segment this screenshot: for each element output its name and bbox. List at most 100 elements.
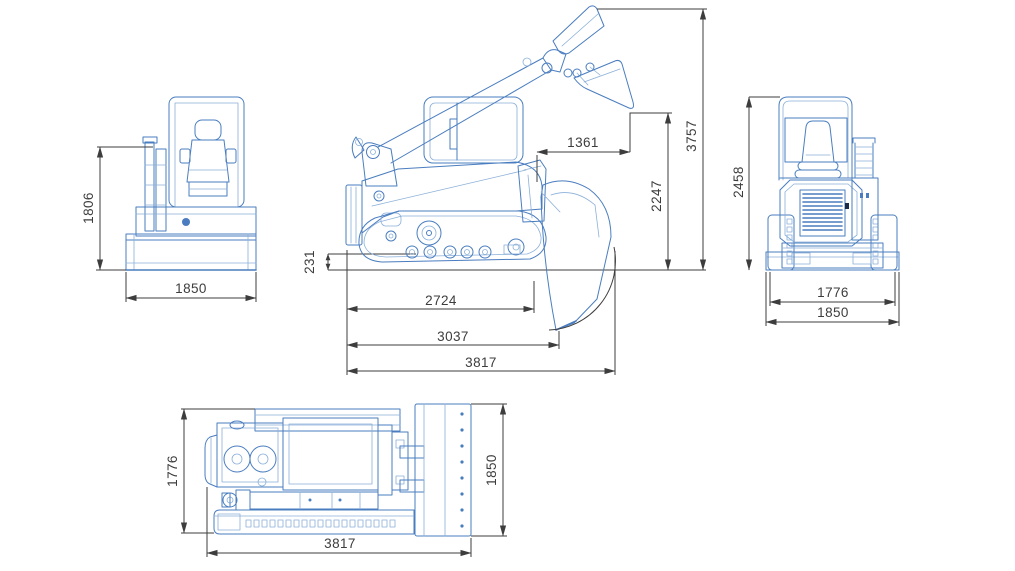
fuel-cap (229, 420, 245, 430)
top-track-links (245, 519, 396, 528)
top-blade-bolts (460, 412, 464, 528)
top-machine (204, 403, 472, 537)
cab-roof (282, 417, 379, 491)
front-armrest-left (179, 148, 191, 164)
side-bolt-center (376, 193, 382, 199)
engine-housing-inner (784, 183, 858, 243)
road-wheel (423, 245, 437, 259)
raised-bucket-front-shell (573, 59, 634, 109)
rear-bladewidth-dim-label: 1850 (817, 305, 849, 320)
road-wheel (460, 245, 474, 259)
deck-latch (257, 477, 267, 487)
arm-bolt (338, 498, 342, 502)
bucket-link (576, 72, 589, 86)
road-wheel-pin (447, 249, 453, 255)
rear-undercarriage (781, 242, 884, 269)
rear-cab-frame (778, 96, 853, 181)
front-arm-cap (142, 136, 158, 144)
top-trackwidth-dim-label: 1776 (165, 455, 180, 487)
side-bolt-center (388, 233, 394, 239)
side-view: 231 2724 3037 3817 1361 2247 3757 (302, 5, 707, 375)
brand-plate (503, 244, 521, 255)
rear-hook-pin (355, 138, 363, 146)
drive-sprocket (416, 220, 442, 246)
rear-trackwidth-dim-label: 1776 (817, 285, 849, 300)
cab-roof-inner (288, 423, 373, 485)
top-track-lower (213, 509, 415, 535)
lowered-bucket-inner-curve (550, 192, 596, 206)
top-bladewidth-dim-label: 1850 (484, 454, 499, 486)
boom-link-pin (563, 68, 573, 78)
engine-grille-slats (802, 193, 843, 231)
track-belt-inner (363, 215, 542, 258)
front-seat-headrest (194, 119, 222, 141)
rear-seat-back (801, 120, 835, 163)
lift-height-dim-label: 3757 (684, 120, 699, 152)
front-idler-pin (512, 243, 520, 251)
side-cab-inner (429, 102, 518, 161)
road-wheel-pin (464, 249, 470, 255)
drive-sprocket-pin (426, 230, 432, 236)
seat-cushion (794, 169, 842, 179)
boom-link-pin (522, 57, 532, 67)
road-wheel (478, 245, 492, 259)
track-length-dim-label: 2724 (425, 293, 457, 308)
front-width-dim-label: 1850 (175, 281, 207, 296)
rear-foot-right (852, 252, 872, 265)
engine-housing (779, 179, 863, 247)
engine-fan-left-hub (231, 453, 243, 465)
reach-dim-label: 1361 (567, 135, 599, 150)
front-frame-bar (377, 424, 393, 496)
front-idler (507, 238, 525, 256)
boom-pivot-pin (370, 149, 376, 155)
overall-length-dim-label: 3817 (465, 355, 497, 370)
engine-fan-left (223, 445, 251, 473)
front-body (135, 206, 257, 237)
engine-grille-frame (799, 189, 846, 237)
bucket-link (589, 66, 601, 76)
side-cab-frame (423, 96, 524, 164)
quick-attach-plate (517, 159, 547, 223)
raised-bucket-front-line (583, 68, 621, 83)
body-length-dim-label: 3037 (437, 329, 469, 344)
side-dimensions: 231 2724 3037 3817 1361 2247 3757 (302, 8, 707, 375)
cab-handle (449, 118, 458, 150)
boom-head (542, 49, 567, 73)
side-cabinet (851, 177, 879, 241)
arm-motor (221, 492, 231, 508)
engine-fan-right-hub (257, 453, 269, 465)
road-wheel-pin (409, 249, 415, 255)
engine-deck-inner (221, 427, 279, 483)
front-seat-back (186, 139, 230, 183)
road-wheel-pin (482, 249, 488, 255)
cabinet-vent (860, 193, 863, 198)
front-arm-tower-inner (155, 148, 167, 232)
front-arm-tower-outer (144, 141, 155, 232)
lowered-bucket-shell (540, 180, 612, 331)
front-view: 1806 1850 (81, 96, 257, 302)
road-wheel (405, 245, 419, 259)
side-bolt (385, 230, 397, 242)
front-hitch-dot (182, 218, 190, 226)
front-machine (125, 96, 257, 271)
clearance-dim-label: 231 (302, 250, 317, 274)
rear-hook (351, 136, 365, 159)
quick-attach-line (527, 174, 533, 219)
arm-bolt (308, 498, 312, 502)
rear-foot-left (791, 252, 811, 265)
top-dimensions: 1776 1850 3817 (165, 403, 507, 557)
raised-bucket-back-line (561, 13, 599, 47)
front-blade (125, 233, 257, 271)
dump-height-dim-label: 2247 (649, 180, 664, 212)
boom-arm-lower-edge (390, 69, 552, 164)
engine-deck (216, 422, 284, 488)
drive-sprocket-hub (421, 225, 437, 241)
side-machine (345, 5, 634, 331)
side-bolt (373, 190, 385, 202)
front-armrest-right (225, 148, 237, 164)
top-track-upper (254, 408, 401, 432)
top-length-dim-label: 3817 (324, 536, 356, 551)
track-idler-plan (217, 513, 241, 531)
side-body-accent (371, 169, 527, 207)
